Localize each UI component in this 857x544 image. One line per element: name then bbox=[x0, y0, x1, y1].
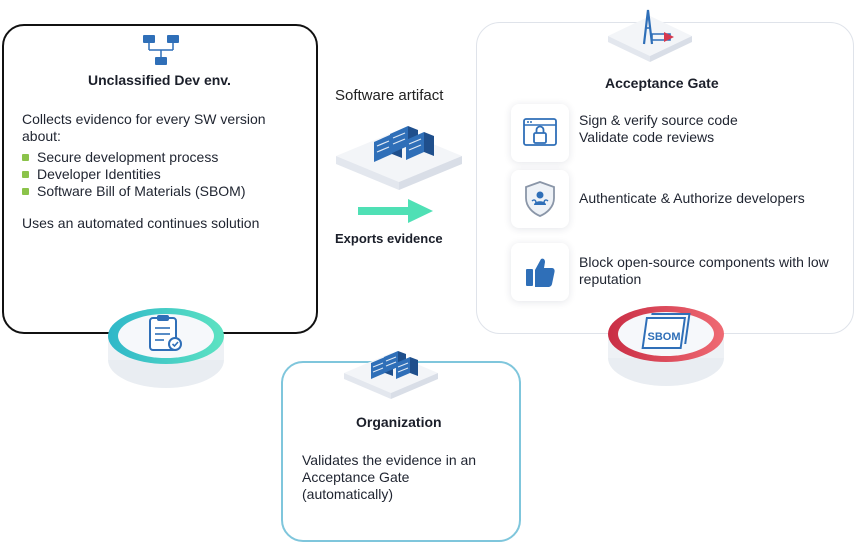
sbom-badge-text: SBOM bbox=[648, 331, 681, 343]
organization-title: Organization bbox=[356, 414, 442, 430]
bullet-item: Developer Identities bbox=[22, 166, 246, 183]
bullet-square-icon bbox=[22, 188, 29, 195]
dev-env-description: Collects evidenco for every SW version a… bbox=[22, 111, 266, 144]
bullet-text: Developer Identities bbox=[37, 166, 161, 182]
dev-env-footer: Uses an automated continues solution bbox=[22, 215, 260, 231]
thumbs-up-icon bbox=[511, 243, 569, 301]
organization-server-icon bbox=[344, 351, 438, 399]
bullet-item: Software Bill of Materials (SBOM) bbox=[22, 183, 246, 200]
gate-tower-icon bbox=[608, 9, 692, 62]
acceptance-gate-title: Acceptance Gate bbox=[605, 75, 719, 91]
bullet-square-icon bbox=[22, 171, 29, 178]
sbom-pedestal-icon: SBOM bbox=[608, 306, 724, 386]
bullet-text: Software Bill of Materials (SBOM) bbox=[37, 183, 246, 199]
evidence-pedestal-icon bbox=[108, 308, 224, 388]
gate-item-text: Block open-source components with low re… bbox=[579, 254, 829, 287]
dev-environment-panel bbox=[2, 24, 318, 334]
exports-evidence-label: Exports evidence bbox=[335, 231, 443, 246]
shield-user-icon bbox=[511, 170, 569, 228]
organization-description: Validates the evidence in an Acceptance … bbox=[302, 452, 477, 502]
software-artifact-label: Software artifact bbox=[335, 87, 444, 104]
export-arrow-icon bbox=[358, 199, 433, 223]
dev-env-bullet-list: Secure development process Developer Ide… bbox=[22, 149, 246, 200]
lock-window-icon bbox=[511, 104, 569, 162]
bullet-square-icon bbox=[22, 154, 29, 161]
gate-item-text: Sign & verify source code Validate code … bbox=[579, 112, 738, 145]
bullet-item: Secure development process bbox=[22, 149, 246, 166]
dev-env-title: Unclassified Dev env. bbox=[88, 72, 231, 88]
network-icon bbox=[143, 35, 179, 65]
gate-item-text: Authenticate & Authorize developers bbox=[579, 190, 805, 206]
software-artifact-icon bbox=[336, 126, 462, 190]
bullet-text: Secure development process bbox=[37, 149, 219, 165]
